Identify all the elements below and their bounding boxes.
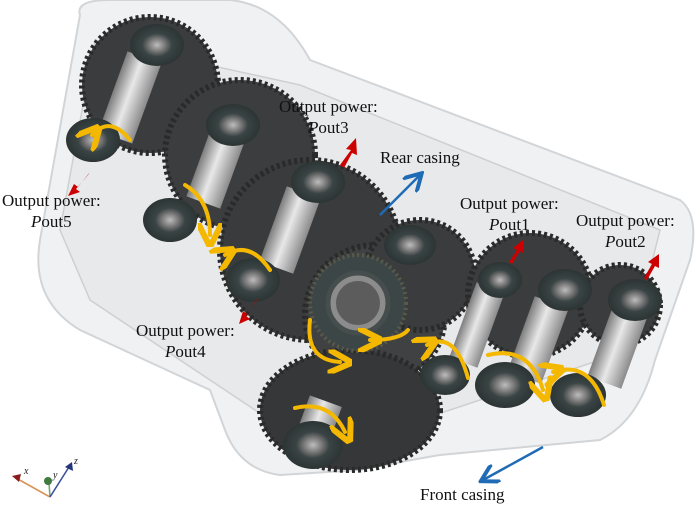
label-pout4-suffix: out4 — [175, 342, 206, 361]
label-pout4-symbol: P — [165, 342, 176, 361]
label-pout5-symbol: P — [31, 212, 42, 231]
label-pout2-symbol: P — [605, 232, 616, 251]
bearing — [226, 258, 280, 302]
rotation-arrow — [427, 341, 470, 380]
bearing — [130, 24, 184, 66]
label-pout2-title: Output power: — [576, 211, 675, 230]
label-pout5-title: Output power: — [2, 191, 101, 210]
label-pout2: Output power: Pout2 — [576, 210, 675, 252]
bearing — [475, 362, 535, 408]
bearing — [550, 373, 606, 417]
rotation-arrow — [370, 330, 410, 340]
label-pout3: Output power: Pout3 — [279, 96, 378, 138]
y-axis-arrow — [44, 477, 52, 485]
shafts — [98, 51, 649, 445]
label-pout2-symbol-line: Pout2 — [576, 231, 675, 252]
front-casing-arrow — [483, 445, 544, 480]
bearing — [143, 198, 197, 242]
label-pout1-symbol-line: Pout1 — [460, 214, 559, 235]
bearing — [206, 104, 260, 146]
bearing — [478, 262, 522, 298]
label-pout3-title: Output power: — [279, 97, 378, 116]
label-pout3-symbol: P — [308, 118, 319, 137]
x-axis-arrow — [12, 474, 21, 482]
label-pout1-suffix: out1 — [499, 215, 530, 234]
rotation-arrow — [92, 126, 132, 140]
axes-triad: x y z — [12, 456, 78, 498]
label-pout3-symbol-line: Pout3 — [279, 117, 378, 138]
rotation-arrow — [183, 183, 210, 235]
output-arrow-pout2 — [644, 254, 659, 280]
label-pout4-symbol-line: Pout4 — [136, 341, 235, 362]
label-pout4: Output power: Pout4 — [136, 320, 235, 362]
bearing — [420, 355, 470, 395]
z-axis-arrow — [65, 462, 73, 471]
casing-direction-arrows — [379, 175, 544, 480]
label-pout1-symbol: P — [489, 215, 500, 234]
bearing — [384, 225, 436, 265]
rotation-arrow — [307, 318, 340, 362]
rotation-arrows — [92, 126, 606, 432]
label-front-casing: Front casing — [420, 485, 505, 504]
central-bearing-bore — [336, 281, 380, 325]
label-pout5-suffix: out5 — [41, 212, 72, 231]
y-axis-label: y — [52, 470, 58, 481]
rear-casing-arrow — [379, 175, 420, 216]
rotation-arrow — [225, 250, 272, 272]
rotation-arrow — [293, 404, 345, 432]
rotation-arrow — [553, 369, 606, 407]
z-axis-label: z — [73, 456, 78, 467]
label-pout4-title: Output power: — [136, 321, 235, 340]
output-arrows — [68, 138, 659, 324]
output-arrow-pout1 — [509, 240, 523, 264]
output-arrow-pout3 — [340, 138, 357, 168]
output-arrow-pout4 — [239, 298, 258, 324]
label-pout3-suffix: out3 — [318, 118, 349, 137]
label-pout5: Output power: Pout5 — [2, 190, 101, 232]
label-pout1: Output power: Pout1 — [460, 193, 559, 235]
bearing — [538, 269, 592, 311]
label-rear-casing: Rear casing — [380, 148, 460, 167]
x-axis-label: x — [23, 466, 29, 477]
output-arrow-pout5 — [68, 172, 90, 196]
bearing — [608, 279, 662, 321]
label-pout2-suffix: out2 — [615, 232, 646, 251]
label-pout1-title: Output power: — [460, 194, 559, 213]
label-pout5-symbol-line: Pout5 — [2, 211, 101, 232]
bearing — [291, 161, 345, 203]
bearing — [283, 421, 343, 469]
